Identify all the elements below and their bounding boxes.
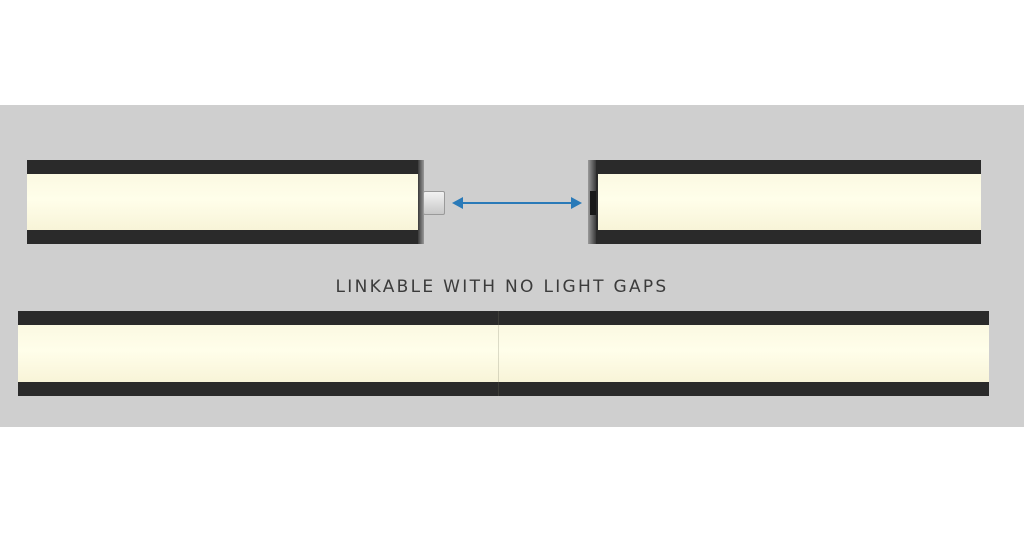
light-bar-right xyxy=(590,160,981,244)
seamless-joint xyxy=(498,311,499,396)
light-bar-left xyxy=(27,160,423,244)
connector-socket-icon xyxy=(590,191,596,215)
caption-text: LINKABLE WITH NO LIGHT GAPS xyxy=(335,277,669,297)
end-cap-left xyxy=(418,160,424,244)
light-diffuser xyxy=(598,174,981,230)
connector-plug-icon xyxy=(423,191,445,215)
light-diffuser xyxy=(27,174,423,230)
light-diffuser xyxy=(18,325,989,382)
double-headed-arrow-icon xyxy=(452,197,582,209)
light-bar-joined xyxy=(18,311,989,396)
gray-panel: LINKABLE WITH NO LIGHT GAPS xyxy=(0,105,1024,427)
